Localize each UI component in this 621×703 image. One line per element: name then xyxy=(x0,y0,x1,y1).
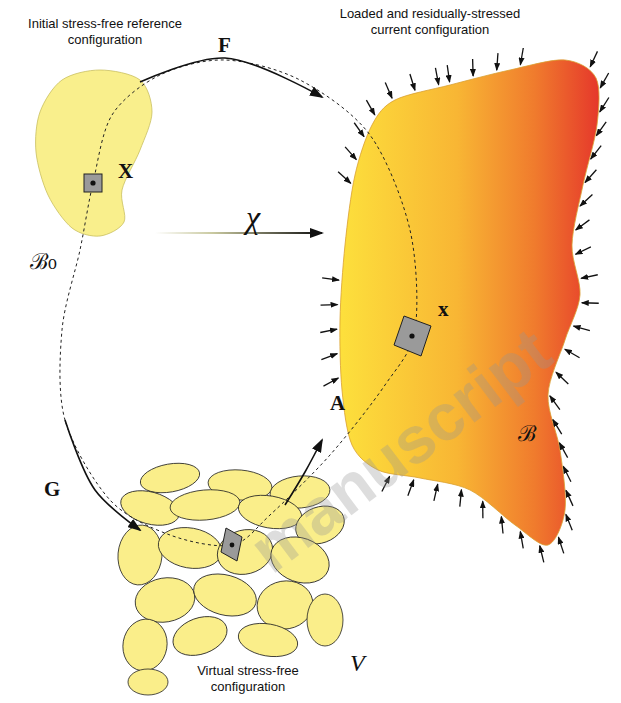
configuration-title: Initial stress-free reference configurat… xyxy=(10,16,200,48)
deformation-gradient-arrow xyxy=(140,58,322,97)
load-arrow xyxy=(320,329,337,332)
spatial-point xyxy=(409,333,414,338)
load-arrow xyxy=(382,476,390,491)
load-arrow xyxy=(585,170,596,183)
load-arrow xyxy=(553,420,562,435)
mapping-loop-line xyxy=(60,60,417,546)
load-arrow xyxy=(566,514,572,530)
configuration-title: Virtual stress-free configuration xyxy=(172,662,324,696)
current-element xyxy=(394,316,431,356)
load-arrow xyxy=(345,147,356,160)
fragment xyxy=(307,594,343,646)
edge-label: F xyxy=(218,34,231,56)
load-arrow xyxy=(410,74,415,90)
motion-arrow xyxy=(155,232,322,234)
load-arrow xyxy=(460,490,462,507)
load-arrow xyxy=(472,59,474,76)
point-label: x xyxy=(438,298,449,320)
load-arrow xyxy=(520,532,523,549)
current-outline xyxy=(340,60,599,545)
body-symbol: ℬ₀ xyxy=(30,250,57,274)
fragment xyxy=(119,616,171,675)
virtual-fragments xyxy=(115,459,349,695)
watermark: manuscript xyxy=(235,313,565,588)
load-arrow xyxy=(520,48,523,65)
virtual-point xyxy=(230,543,235,548)
load-arrow xyxy=(434,484,438,501)
load-arrow xyxy=(580,194,592,206)
material-point xyxy=(90,180,95,185)
edge-label: G xyxy=(44,478,60,500)
body-symbol: ℬ xyxy=(518,422,536,446)
virtual-configuration: Virtual stress-free configurationV xyxy=(140,505,345,695)
load-arrow xyxy=(321,354,337,360)
configuration-symbol: V xyxy=(350,650,365,676)
load-arrow xyxy=(566,490,573,505)
load-arrow xyxy=(385,83,392,99)
load-arrow xyxy=(574,326,590,331)
fragment xyxy=(264,529,335,591)
load-arrow xyxy=(556,372,568,384)
load-arrow xyxy=(590,51,597,66)
load-arrow xyxy=(322,278,339,280)
load-arrow xyxy=(550,396,560,410)
elastic-tensor-arrow xyxy=(285,440,322,505)
load-arrow xyxy=(321,304,338,306)
load-arrow xyxy=(540,546,544,563)
reference-configuration: Initial stress-free reference configurat… xyxy=(30,82,155,420)
fragment xyxy=(115,523,164,587)
reference-outline xyxy=(36,70,152,236)
fragment xyxy=(168,610,233,663)
load-arrow xyxy=(563,466,571,481)
growth-tensor-arrow xyxy=(65,420,140,530)
surface-load-arrows xyxy=(320,48,609,562)
fragment xyxy=(189,567,261,622)
fragment xyxy=(128,669,168,695)
load-arrow xyxy=(600,98,609,112)
load-arrow xyxy=(565,349,580,358)
load-arrow xyxy=(482,501,484,518)
fragment xyxy=(236,619,301,661)
load-arrow xyxy=(338,172,351,183)
load-arrow xyxy=(323,378,338,386)
virtual-element xyxy=(221,528,242,561)
fragment xyxy=(236,491,305,534)
load-arrow xyxy=(447,65,449,82)
load-arrow xyxy=(497,53,498,70)
configuration-title: Loaded and residually-stressed current c… xyxy=(320,6,540,38)
load-arrow xyxy=(558,537,563,553)
load-arrow xyxy=(576,247,591,254)
fragment xyxy=(155,523,225,574)
load-arrow xyxy=(591,146,601,159)
current-body xyxy=(340,60,599,545)
load-arrow xyxy=(408,480,414,496)
edge-label: χ xyxy=(246,200,260,234)
edge-label: A xyxy=(330,392,345,414)
load-arrow xyxy=(576,220,590,230)
load-arrow xyxy=(501,517,503,534)
current-configuration: Loaded and residually-stressed current c… xyxy=(322,60,600,547)
fragment xyxy=(169,487,241,523)
load-arrow xyxy=(559,443,567,458)
load-arrow xyxy=(366,100,374,115)
fragment xyxy=(132,573,199,627)
load-arrow xyxy=(354,123,364,137)
reference-element xyxy=(84,174,102,192)
load-arrow xyxy=(581,275,598,279)
point-label: X xyxy=(118,160,133,182)
load-arrow xyxy=(435,68,438,85)
load-arrow xyxy=(596,122,606,136)
mapping-loop xyxy=(60,60,417,546)
reference-body xyxy=(36,70,152,236)
load-arrow xyxy=(600,73,608,88)
load-arrow xyxy=(582,302,599,304)
fragment xyxy=(212,524,277,581)
